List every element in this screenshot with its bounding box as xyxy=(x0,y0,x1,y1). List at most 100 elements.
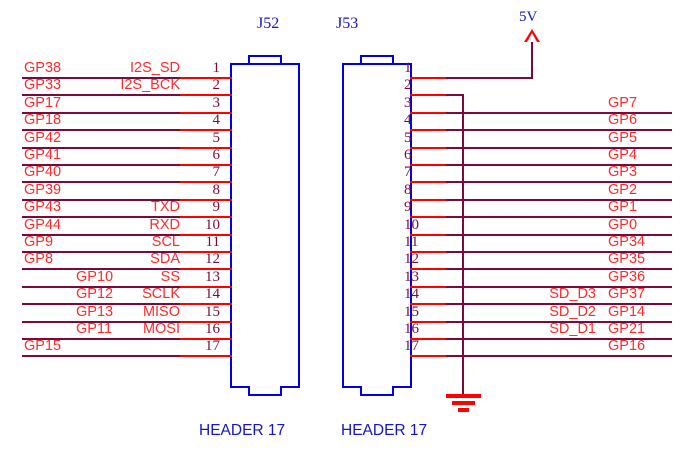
net-label-j52-17-name: GP15 xyxy=(24,338,62,354)
pin-number-j52-10: 10 xyxy=(205,217,220,233)
net-label-j52-2-func: I2S_BCK xyxy=(120,77,180,93)
gnd-bar-1-icon xyxy=(446,394,481,398)
pin-stub-j53-13 xyxy=(410,286,446,288)
wire-j53-pin-16 xyxy=(446,338,672,340)
wire-j52-pin-8 xyxy=(22,199,180,201)
net-label-j52-4-name: GP18 xyxy=(24,112,62,128)
pin-stub-j52-10 xyxy=(180,234,232,236)
connector-body-j53 xyxy=(342,63,412,388)
net-label-j53-8-name: GP2 xyxy=(608,182,638,198)
pin-number-j53-1: 1 xyxy=(404,60,412,76)
pin-stub-j53-16 xyxy=(410,338,446,340)
pin-number-j53-9: 9 xyxy=(404,199,412,215)
wire-j52-pin-17 xyxy=(22,355,180,357)
net-label-j53-5-name: GP5 xyxy=(608,130,638,146)
wire-gnd-bus xyxy=(462,94,464,394)
net-label-j53-9-name: GP1 xyxy=(608,199,638,215)
pin-number-j53-3: 3 xyxy=(404,95,412,111)
wire-j53-pin-2 xyxy=(446,94,464,96)
net-label-j52-12-func: SDA xyxy=(150,251,180,267)
pin-number-j52-16: 16 xyxy=(205,321,220,337)
wire-j53-pin-14 xyxy=(446,303,672,305)
net-label-j53-12-name: GP35 xyxy=(608,251,646,267)
pin-number-j52-7: 7 xyxy=(212,164,221,180)
pin-stub-j52-17 xyxy=(180,355,232,357)
wire-j53-pin-12 xyxy=(446,268,672,270)
pin-number-j52-8: 8 xyxy=(212,182,221,198)
net-label-j53-11-name: GP34 xyxy=(608,234,646,250)
wire-j52-pin-9 xyxy=(22,216,180,218)
pin-number-j53-15: 15 xyxy=(404,304,419,320)
connector-bottom-tab-j53 xyxy=(360,386,394,396)
pin-stub-j53-10 xyxy=(410,234,446,236)
pin-number-j52-12: 12 xyxy=(205,251,220,267)
pin-number-j53-5: 5 xyxy=(404,130,412,146)
wire-j53-pin-8 xyxy=(446,199,672,201)
pin-number-j53-8: 8 xyxy=(404,182,412,198)
wire-j52-pin-2 xyxy=(22,94,180,96)
pin-number-j52-6: 6 xyxy=(212,147,221,163)
net-label-j52-9-func: TXD xyxy=(151,199,180,215)
pin-stub-j53-1 xyxy=(410,77,446,79)
vcc-arrow-inner-icon xyxy=(527,33,537,42)
pin-stub-j53-8 xyxy=(410,199,446,201)
pin-stub-j52-12 xyxy=(180,268,232,270)
pin-stub-j53-9 xyxy=(410,216,446,218)
wire-j53-pin-6 xyxy=(446,164,672,166)
connector-refdes-j52: J52 xyxy=(257,15,280,32)
net-label-j52-3-name: GP17 xyxy=(24,95,62,111)
wire-j52-pin-13 xyxy=(22,286,180,288)
pin-stub-j53-14 xyxy=(410,303,446,305)
net-label-j52-8-name: GP39 xyxy=(24,182,62,198)
wire-j53-pin-9 xyxy=(446,216,672,218)
wire-j53-pin-11 xyxy=(446,251,672,253)
connector-device-name-j52: HEADER 17 xyxy=(199,422,286,439)
gnd-bar-3-icon xyxy=(458,408,469,412)
wire-j52-pin-5 xyxy=(22,147,180,149)
pin-number-j53-4: 4 xyxy=(404,112,412,128)
net-label-j53-16-func: SD_D1 xyxy=(549,321,596,337)
net-label-j53-16-name: GP21 xyxy=(608,321,646,337)
wire-j52-pin-1 xyxy=(22,77,180,79)
pin-stub-j52-6 xyxy=(180,164,232,166)
net-label-j52-16-func: MOSI xyxy=(142,321,180,337)
pin-stub-j53-6 xyxy=(410,164,446,166)
pin-stub-j52-3 xyxy=(180,112,232,114)
net-label-j53-14-func: SD_D3 xyxy=(549,286,596,302)
pin-stub-j52-2 xyxy=(180,94,232,96)
pin-number-j53-12: 12 xyxy=(404,251,419,267)
pin-number-j52-17: 17 xyxy=(205,338,220,354)
connector-top-tab-j53 xyxy=(360,55,394,65)
wire-vcc-drop xyxy=(531,42,533,78)
net-label-j53-7-name: GP3 xyxy=(608,164,638,180)
pin-stub-j52-7 xyxy=(180,181,232,183)
wire-j52-pin-15 xyxy=(22,321,180,323)
pin-number-j52-2: 2 xyxy=(212,77,221,93)
pin-number-j53-10: 10 xyxy=(404,217,419,233)
net-label-j53-15-name: GP14 xyxy=(608,304,646,320)
pin-stub-j53-5 xyxy=(410,147,446,149)
pin-number-j53-7: 7 xyxy=(404,164,412,180)
net-label-j52-11-name: GP9 xyxy=(24,234,54,250)
wire-j52-pin-7 xyxy=(22,181,180,183)
wire-j52-pin-3 xyxy=(22,112,180,114)
net-label-j52-10-name: GP44 xyxy=(24,217,62,233)
pin-number-j52-4: 4 xyxy=(212,112,221,128)
wire-j53-pin-3 xyxy=(446,112,672,114)
net-label-j52-6-name: GP41 xyxy=(24,147,62,163)
pin-number-j53-17: 17 xyxy=(404,338,419,354)
connector-top-tab-j52 xyxy=(248,55,282,65)
wire-j52-pin-14 xyxy=(22,303,180,305)
net-label-j52-2-name: GP33 xyxy=(24,77,62,93)
connector-refdes-j53: J53 xyxy=(336,15,359,32)
pin-number-j53-14: 14 xyxy=(404,286,419,302)
pin-number-j52-3: 3 xyxy=(212,95,221,111)
connector-body-j52 xyxy=(230,63,300,388)
net-label-j52-5-name: GP42 xyxy=(24,130,62,146)
net-label-j52-13-func: SS xyxy=(160,269,180,285)
pin-number-j52-9: 9 xyxy=(212,199,221,215)
pin-number-j52-1: 1 xyxy=(212,60,221,76)
wire-j53-pin-5 xyxy=(446,147,672,149)
wire-j52-pin-16 xyxy=(22,338,180,340)
